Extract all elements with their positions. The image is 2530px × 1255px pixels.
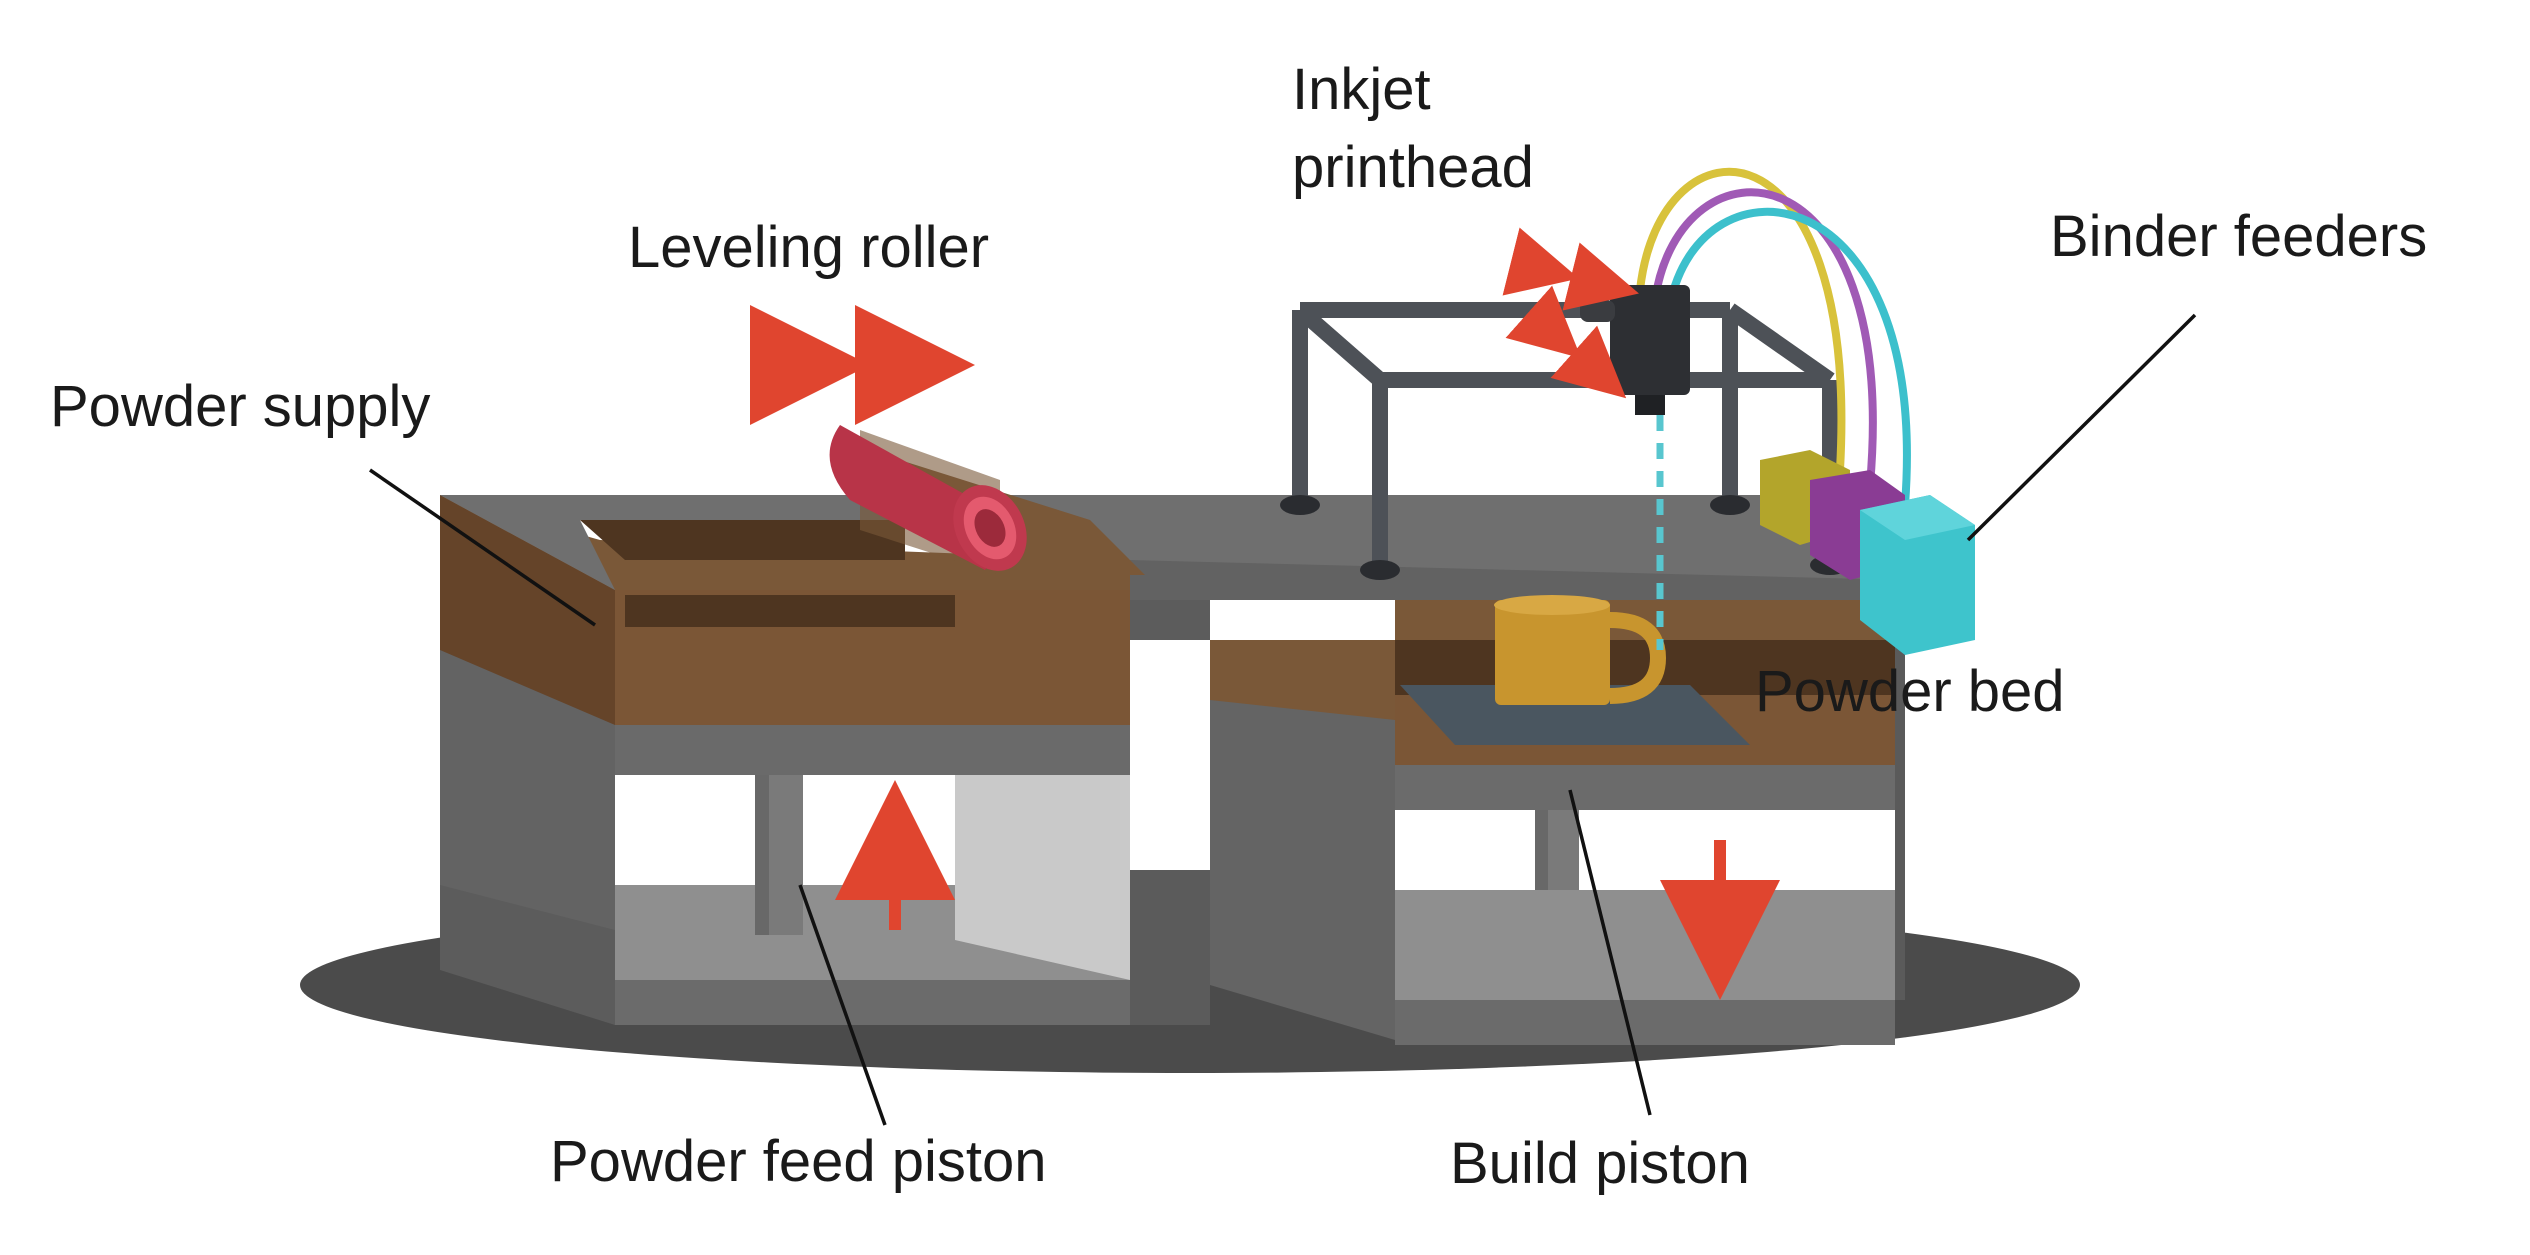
printhead [1580, 285, 1690, 415]
printhead-arrow-1 [1502, 227, 1639, 311]
label-powder-feed-piston: Powder feed piston [550, 1129, 1047, 1194]
label-binder-feeders: Binder feeders [2050, 204, 2428, 269]
label-inkjet-printhead-line1: Inkjet [1292, 57, 1431, 122]
label-powder-bed: Powder bed [1755, 659, 2065, 724]
platform-top [440, 495, 1905, 1025]
powder-supply-chamber [440, 495, 1130, 1025]
motion-arrows [750, 227, 1780, 1000]
label-leveling-roller: Leveling roller [628, 215, 990, 280]
printed-mug [1494, 595, 1667, 705]
build-chamber [1210, 600, 1905, 1045]
binder-feeders [1760, 450, 1975, 655]
label-inkjet-printhead-line2: printhead [1292, 135, 1534, 200]
label-build-piston: Build piston [1450, 1131, 1750, 1196]
leader-powder-supply [369, 468, 596, 627]
leader-binder-feeders [1966, 313, 2197, 542]
leveling-roller [829, 425, 1145, 575]
binder-tubes [1636, 167, 1911, 506]
leader-lines [369, 313, 2197, 1126]
leader-powder-feed-piston [798, 884, 887, 1126]
label-powder-supply: Powder supply [50, 374, 431, 439]
printhead-arrow-2 [1505, 285, 1627, 399]
leader-build-piston [1568, 789, 1652, 1116]
